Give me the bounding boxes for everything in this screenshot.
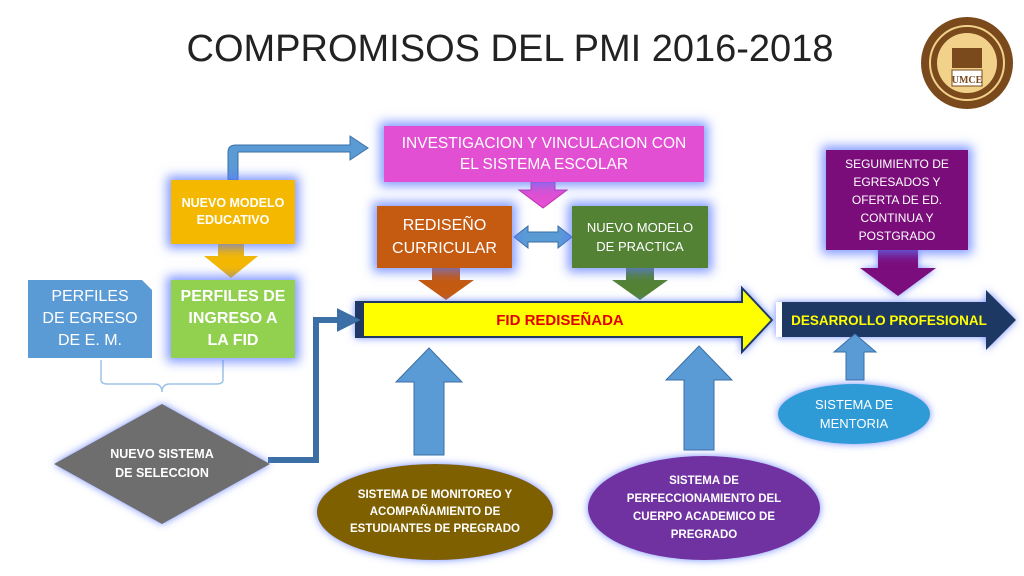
mentoria-ellipse	[778, 384, 930, 444]
fid-redisenada-label-box: FID REDISEÑADA	[420, 306, 700, 334]
sistema-monitoreo-box[interactable]: SISTEMA DE MONITOREO Y ACOMPAÑAMIENTO DE…	[345, 470, 525, 554]
seguimiento-down-arrow	[860, 250, 936, 296]
nuevo-sistema-seleccion-label: NUEVO SISTEMA DE SELECCION	[110, 447, 214, 480]
perfiles-ingreso-label: PERFILES DE INGRESO A LA FID	[180, 288, 286, 349]
educativo-down-arrow	[204, 243, 258, 278]
desarrollo-profesional-label: DESARROLLO PROFESIONAL	[791, 312, 987, 328]
monitoreo-ellipse	[317, 464, 553, 560]
svg-text:UMCE: UMCE	[952, 75, 983, 86]
fid-redisenada-label: FID REDISEÑADA	[496, 311, 624, 329]
nuevo-sistema-seleccion-box[interactable]: NUEVO SISTEMA DE SELECCION	[102, 432, 222, 496]
seleccion-arrowhead	[338, 310, 356, 330]
rediseno-curricular-box[interactable]: REDISEÑO CURRICULAR	[377, 206, 512, 268]
perfiles-egreso-shape	[28, 280, 152, 358]
seguimiento-label: SEGUIMIENTO DE EGRESADOS Y OFERTA DE ED.…	[845, 157, 949, 243]
perfiles-bracket	[100, 360, 224, 393]
rediseno-down-arrow	[418, 268, 474, 300]
nuevo-modelo-practica-box[interactable]: NUEVO MODELO DE PRACTICA	[572, 206, 708, 268]
sistema-monitoreo-label: SISTEMA DE MONITOREO Y ACOMPAÑAMIENTO DE…	[350, 488, 520, 535]
desarrollo-big-arrow	[776, 290, 1016, 350]
fid-big-arrow	[355, 285, 774, 355]
investigacion-label: INVESTIGACION Y VINCULACION CON EL SISTE…	[401, 135, 687, 173]
desarrollo-arrow-tail	[776, 302, 782, 337]
sistema-perfeccionamiento-box[interactable]: SISTEMA DE PERFECCIONAMIENTO DEL CUERPO …	[618, 462, 790, 554]
perfiles-ingreso-box[interactable]: PERFILES DE INGRESO A LA FID	[171, 280, 295, 358]
nuevo-modelo-educativo-label: NUEVO MODELO EDUCATIVO	[181, 196, 285, 227]
mentoria-up-arrow	[832, 333, 878, 381]
investigacion-box[interactable]: INVESTIGACION Y VINCULACION CON EL SISTE…	[384, 126, 704, 182]
nuevo-modelo-educativo-box[interactable]: NUEVO MODELO EDUCATIVO	[171, 180, 295, 244]
perfeccionamiento-ellipse	[588, 456, 820, 560]
double-arrow	[513, 224, 573, 250]
sistema-mentoria-label: SISTEMA DE MENTORIA	[814, 397, 894, 431]
sistema-mentoria-box[interactable]: SISTEMA DE MENTORIA	[790, 390, 918, 438]
page-title: COMPROMISOS DEL PMI 2016-2018	[186, 28, 834, 70]
practica-down-arrow	[612, 268, 668, 300]
monitoreo-up-arrow	[394, 347, 464, 456]
rediseno-curricular-label: REDISEÑO CURRICULAR	[392, 217, 497, 257]
desarrollo-profesional-label-box: DESARROLLO PROFESIONAL	[782, 306, 996, 334]
perfiles-egreso-label: PERFILES DE EGRESO DE E. M.	[42, 288, 138, 349]
nuevo-modelo-practica-label: NUEVO MODELO DE PRACTICA	[586, 220, 694, 254]
perfiles-egreso-box[interactable]: PERFILES DE EGRESO DE E. M.	[28, 280, 152, 358]
university-seal-logo: UMCE	[921, 17, 1013, 109]
investigacion-down-arrow	[517, 181, 569, 209]
seleccion-diamond	[54, 404, 270, 524]
perfeccionamiento-up-arrow	[664, 345, 734, 451]
sistema-perfeccionamiento-label: SISTEMA DE PERFECCIONAMIENTO DEL CUERPO …	[626, 475, 782, 541]
seguimiento-box[interactable]: SEGUIMIENTO DE EGRESADOS Y OFERTA DE ED.…	[826, 150, 968, 250]
bent-arrow-to-investigacion	[227, 135, 369, 181]
fid-arrow-tail	[356, 302, 364, 337]
